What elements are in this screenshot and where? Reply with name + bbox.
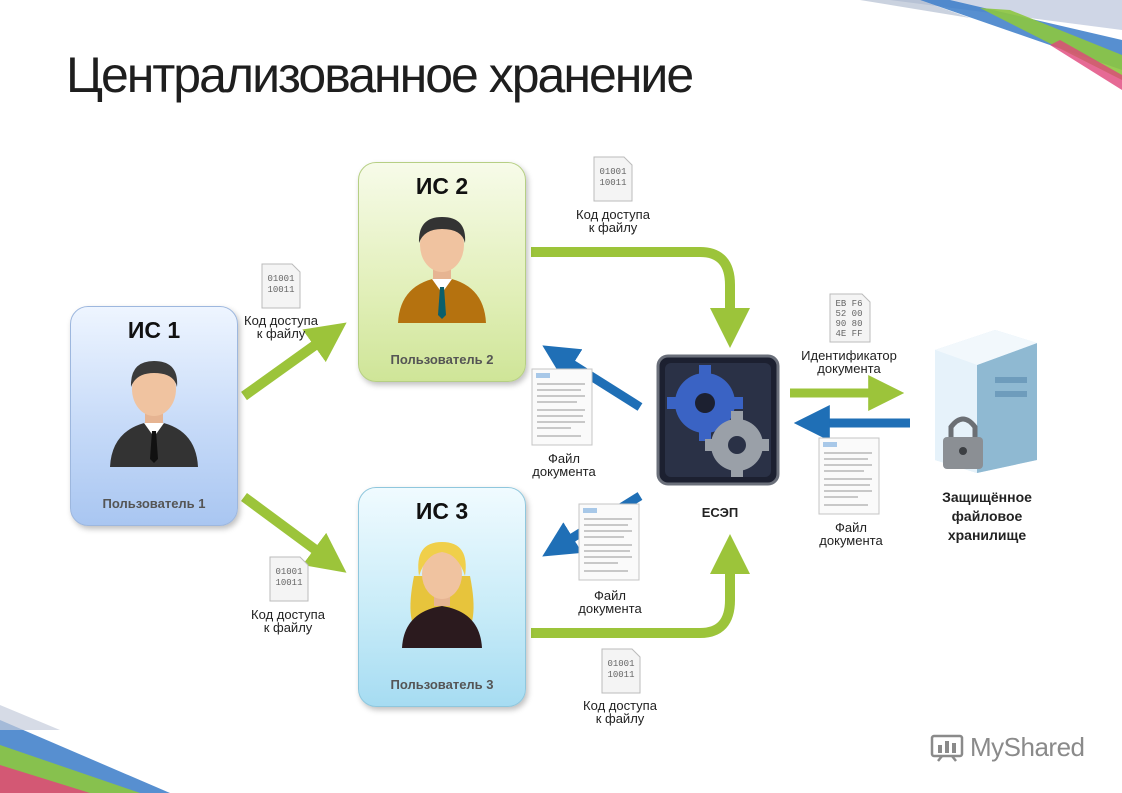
binary-text-1: 01001 xyxy=(607,659,634,669)
user3-label: Пользователь 3 xyxy=(390,677,494,692)
page-title: Централизованное хранение xyxy=(66,47,694,103)
esep-label: ЕСЭП xyxy=(701,505,739,520)
file-doc-label-is3: Файл документа xyxy=(568,589,652,615)
user2-label: Пользователь 2 xyxy=(390,352,494,367)
storage-label-line3: хранилище xyxy=(947,527,1027,543)
file-doc-label-is2-line2: документа xyxy=(532,464,596,479)
is2-title: ИС 2 xyxy=(415,173,469,199)
binary-text-2: 10011 xyxy=(607,670,634,680)
file-doc-icon-storage xyxy=(818,437,880,515)
binary-text-1: 01001 xyxy=(267,274,294,284)
is3-card: ИС 3 Пользователь 3 xyxy=(358,487,526,707)
file-doc-label-is3-line2: документа xyxy=(578,601,642,616)
doc-id-label-line2: документа xyxy=(817,361,881,376)
code-access-label-is2-esep-line1: Код доступа xyxy=(576,207,650,222)
code-access-label-is3-esep-line1: Код доступа xyxy=(583,698,657,713)
storage-label-line2: файловое xyxy=(951,508,1023,524)
binary-text-2: 10011 xyxy=(267,285,294,295)
file-doc-label-storage-line2: документа xyxy=(819,533,883,548)
binary-doc-icon-is2-esep: 01001 10011 xyxy=(593,156,633,202)
corner-decoration-bottom-left xyxy=(0,705,170,793)
is1-title: ИС 1 xyxy=(127,317,181,343)
code-access-label-is1-is2-line1: Код доступа xyxy=(244,313,318,328)
hex-text-1: EB F6 xyxy=(835,299,862,309)
binary-text-2: 10011 xyxy=(275,578,302,588)
code-access-label-is1-is2: Код доступа к файлу xyxy=(236,314,326,340)
code-access-label-is3-esep: Код доступа к файлу xyxy=(574,699,666,725)
watermark-text: MyShared xyxy=(970,731,1085,762)
binary-doc-icon-is1-is3: 01001 10011 xyxy=(269,556,309,602)
binary-text-1: 01001 xyxy=(599,167,626,177)
arrow-esep-to-is2 xyxy=(542,345,643,411)
binary-doc-icon-is3-esep: 01001 10011 xyxy=(601,648,641,694)
code-access-label-is3-esep-line2: к файлу xyxy=(595,711,645,726)
file-doc-icon-is3 xyxy=(578,503,640,581)
hex-text-3: 90 80 xyxy=(835,319,862,329)
is3-title: ИС 3 xyxy=(415,498,469,524)
file-doc-label-is2-line1: Файл xyxy=(548,451,580,466)
arrow-is3-to-esep xyxy=(531,534,750,638)
hex-text-2: 52 00 xyxy=(835,309,862,319)
storage-server-icon xyxy=(935,330,1037,473)
binary-doc-icon-is1-is2: 01001 10011 xyxy=(261,263,301,309)
file-doc-icon-is2 xyxy=(531,368,593,446)
code-access-label-is2-esep: Код доступа к файлу xyxy=(567,208,659,234)
binary-text-2: 10011 xyxy=(599,178,626,188)
code-access-label-is1-is3: Код доступа к файлу xyxy=(242,608,334,634)
hex-doc-icon: EB F6 52 00 90 80 4E FF xyxy=(829,293,871,343)
doc-id-label-line1: Идентификатор xyxy=(801,348,897,363)
file-doc-label-is2: Файл документа xyxy=(522,452,606,478)
doc-id-label: Идентификатор документа xyxy=(790,349,908,375)
code-access-label-is1-is3-line2: к файлу xyxy=(263,620,313,635)
is1-card: ИС 1 Пользователь 1 xyxy=(70,306,238,526)
storage-label-line1: Защищённое xyxy=(942,489,1032,505)
watermark-logo-icon xyxy=(930,734,964,762)
corner-decoration-top-right xyxy=(860,0,1122,90)
file-doc-label-is3-line1: Файл xyxy=(594,588,626,603)
arrow-is1-to-is2 xyxy=(241,322,347,401)
watermark: MyShared xyxy=(930,730,1085,764)
user1-avatar-icon xyxy=(110,361,198,467)
hex-text-4: 4E FF xyxy=(835,329,862,339)
is2-card: ИС 2 Пользователь 2 xyxy=(358,162,526,382)
storage-label: Защищённое файловое хранилище xyxy=(920,488,1054,545)
arrow-is1-to-is3 xyxy=(241,492,347,573)
user2-avatar-icon xyxy=(398,217,486,323)
esep-gears-icon xyxy=(656,354,780,486)
user1-label: Пользователь 1 xyxy=(102,496,206,511)
binary-text-1: 01001 xyxy=(275,567,302,577)
user3-avatar-icon xyxy=(402,542,482,648)
code-access-label-is2-esep-line2: к файлу xyxy=(588,220,638,235)
file-doc-label-storage: Файл документа xyxy=(808,521,894,547)
file-doc-label-storage-line1: Файл xyxy=(835,520,867,535)
code-access-label-is1-is3-line1: Код доступа xyxy=(251,607,325,622)
arrow-is2-to-esep xyxy=(531,247,750,348)
code-access-label-is1-is2-line2: к файлу xyxy=(256,326,306,341)
